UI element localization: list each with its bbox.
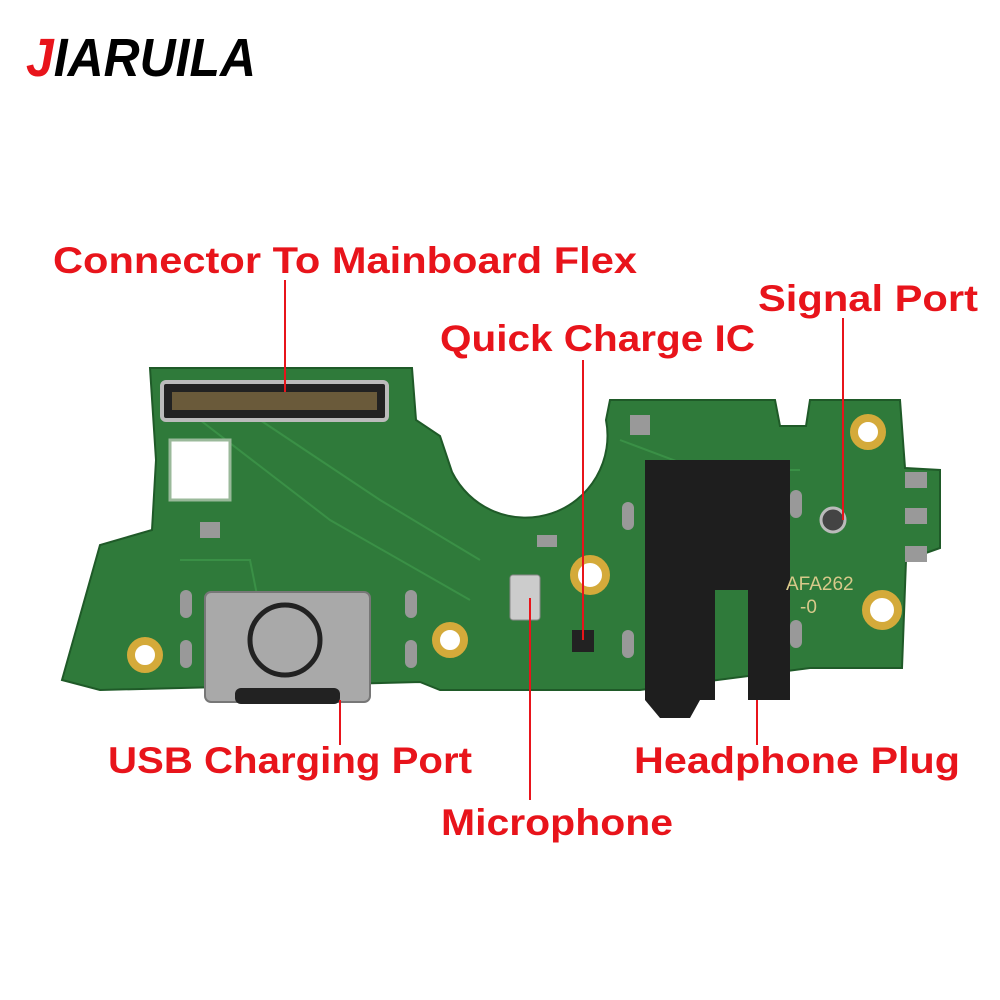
label-headphone-plug: Headphone Plug xyxy=(634,740,960,781)
label-connector: Connector To Mainboard Flex xyxy=(53,240,637,281)
label-quick-charge-ic: Quick Charge IC xyxy=(440,318,755,359)
usb-c-port xyxy=(204,591,371,703)
logo-rest: IARUILA xyxy=(54,28,256,88)
silkscreen-text: AFA262 xyxy=(786,574,854,595)
charging-board: AFA262 -0 xyxy=(60,367,941,718)
leader-lines xyxy=(284,280,844,800)
label-signal-port: Signal Port xyxy=(758,278,978,319)
headphone-jack xyxy=(645,460,790,718)
logo-j: J xyxy=(26,28,55,88)
label-microphone: Microphone xyxy=(441,802,673,843)
quick-charge-ic xyxy=(572,630,594,652)
microphone-component xyxy=(509,574,541,621)
board-window xyxy=(168,438,232,502)
label-usb-charging-port: USB Charging Port xyxy=(108,740,472,781)
mounting-holes xyxy=(127,414,902,673)
signal-port xyxy=(819,506,847,534)
brand-logo: JIARUILA xyxy=(26,28,256,88)
silkscreen-text-2: -0 xyxy=(800,597,817,618)
